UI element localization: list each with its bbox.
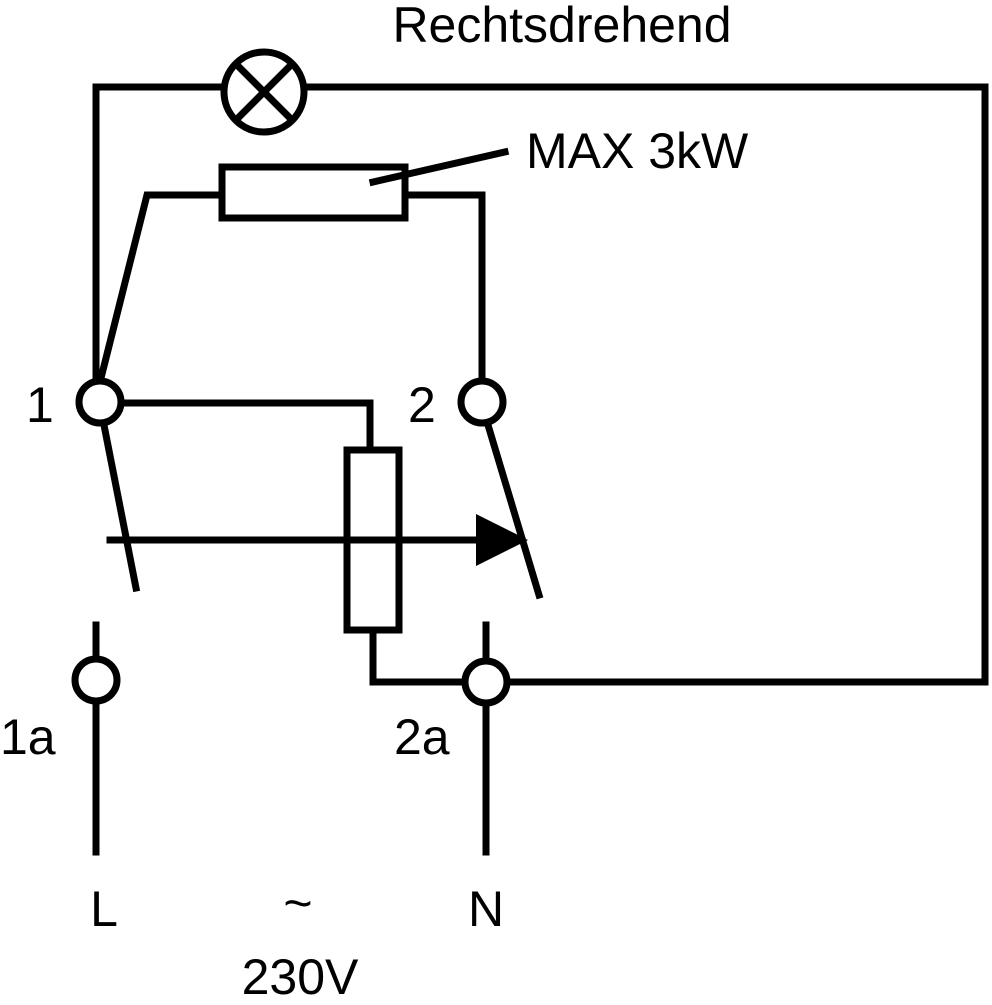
terminal-2 <box>457 377 507 427</box>
terminal-1a-label: 1a <box>0 709 56 765</box>
switch-contact-right <box>483 420 544 600</box>
pot-top-wire <box>118 399 374 454</box>
load-label: MAX 3kW <box>526 123 749 179</box>
terminal-1 <box>75 377 125 427</box>
heater-left-wire <box>95 191 226 387</box>
heater-resistor <box>218 163 409 222</box>
pot-bottom-wire <box>369 626 470 686</box>
voltage-label: 230V <box>242 949 359 1000</box>
right-return-wire <box>501 83 989 686</box>
terminal-1-label: 1 <box>26 377 54 433</box>
outer-loop-wire <box>92 83 226 389</box>
ac-symbol: ~ <box>283 875 312 931</box>
terminal-2a <box>461 657 511 707</box>
switch-contact-left <box>99 420 141 593</box>
terminal-1a <box>71 655 121 705</box>
lamp-icon <box>220 48 308 136</box>
heater-right-wire <box>401 191 486 386</box>
phase-label: L <box>90 881 118 937</box>
arrow-head-icon <box>476 514 528 566</box>
load-label-leader <box>368 147 510 187</box>
terminal-2a-label: 2a <box>394 709 450 765</box>
diagram-title: Rechtsdrehend <box>392 0 731 53</box>
neutral-label: N <box>468 881 504 937</box>
terminal-2-label: 2 <box>408 377 436 433</box>
